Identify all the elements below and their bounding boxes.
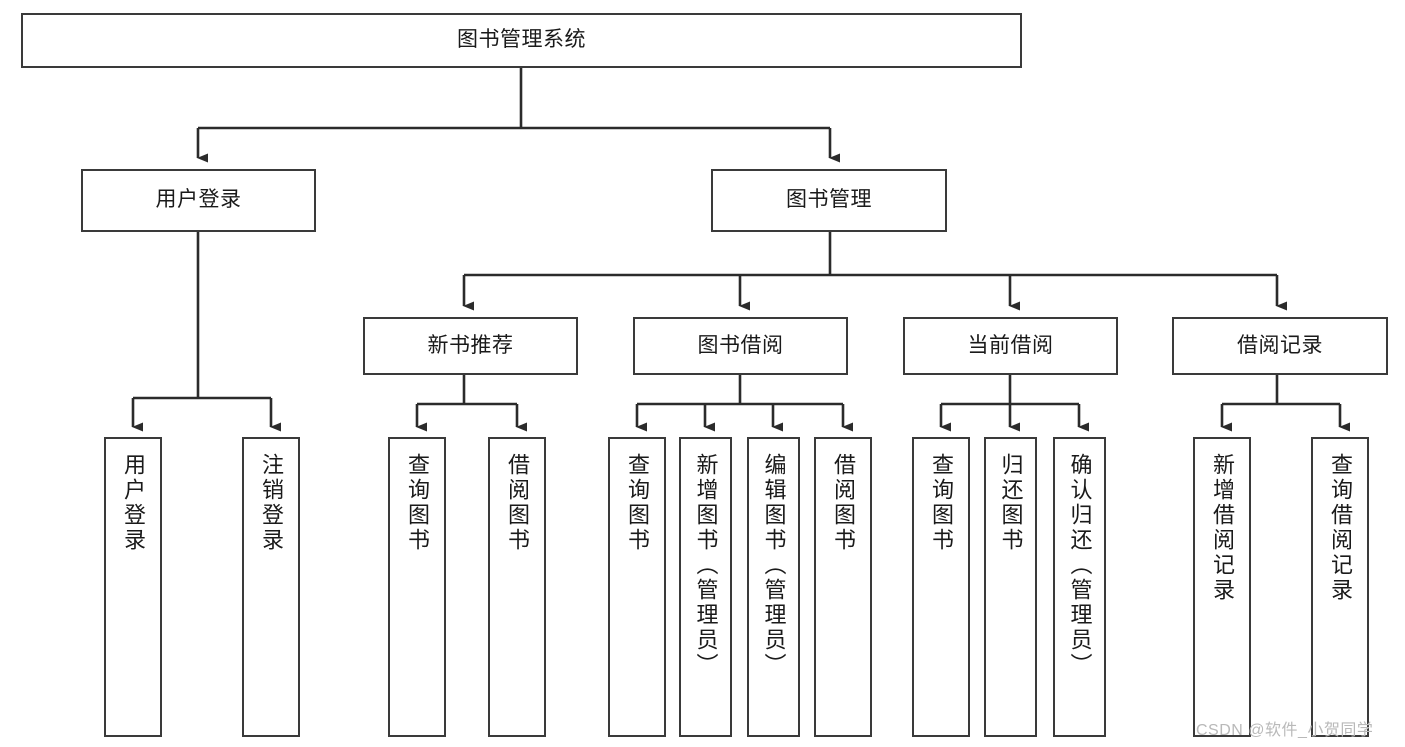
leaf-book-borrow-edit-book-admin[interactable]: 编辑图书（管理员） <box>747 437 800 737</box>
leaf-user-login-logout[interactable]: 注销登录 <box>242 437 300 737</box>
csdn-watermark: CSDN @软件_小贺同学 <box>1196 722 1374 739</box>
node-book-borrow[interactable]: 图书借阅 <box>633 317 848 375</box>
node-label: 借阅图书 <box>505 453 530 553</box>
leaf-book-borrow-query-book[interactable]: 查询图书 <box>608 437 666 737</box>
node-label: 查询图书 <box>625 453 650 553</box>
node-label: 注销登录 <box>259 453 284 553</box>
node-label: 当前借阅 <box>967 333 1054 357</box>
node-label: 用户登录 <box>155 188 242 212</box>
node-current-borrow[interactable]: 当前借阅 <box>903 317 1118 375</box>
node-label: 图书借阅 <box>697 333 784 357</box>
node-label: 新增图书（管理员） <box>693 453 719 678</box>
node-new-book-recommend[interactable]: 新书推荐 <box>363 317 578 375</box>
node-label: 新增借阅记录 <box>1210 453 1235 603</box>
node-label: 图书管理 <box>786 188 872 212</box>
leaf-book-borrow-borrow-book[interactable]: 借阅图书 <box>814 437 872 737</box>
node-label: 归还图书 <box>998 453 1024 553</box>
leaf-borrow-record-query-record[interactable]: 查询借阅记录 <box>1311 437 1369 737</box>
node-label: 借阅记录 <box>1237 333 1323 357</box>
node-label: 查询图书 <box>405 453 430 553</box>
node-root-book-management-system[interactable]: 图书管理系统 <box>21 13 1022 68</box>
leaf-book-borrow-add-book-admin[interactable]: 新增图书（管理员） <box>679 437 732 737</box>
node-label: 图书管理系统 <box>457 28 586 52</box>
leaf-new-book-borrow-book[interactable]: 借阅图书 <box>488 437 546 737</box>
node-user-login[interactable]: 用户登录 <box>81 169 316 232</box>
node-label: 确认归还（管理员） <box>1067 453 1093 678</box>
leaf-new-book-query-book[interactable]: 查询图书 <box>388 437 446 737</box>
node-label: 借阅图书 <box>831 453 856 553</box>
leaf-current-borrow-confirm-return-admin[interactable]: 确认归还（管理员） <box>1053 437 1106 737</box>
node-label: 查询借阅记录 <box>1328 453 1353 603</box>
node-label: 新书推荐 <box>427 333 514 357</box>
leaf-borrow-record-add-record[interactable]: 新增借阅记录 <box>1193 437 1251 737</box>
leaf-current-borrow-query-book[interactable]: 查询图书 <box>912 437 970 737</box>
leaf-current-borrow-return-book[interactable]: 归还图书 <box>984 437 1037 737</box>
leaf-user-login-login[interactable]: 用户登录 <box>104 437 162 737</box>
node-label: 查询图书 <box>929 453 954 553</box>
node-borrow-record[interactable]: 借阅记录 <box>1172 317 1388 375</box>
node-label: 用户登录 <box>121 453 146 553</box>
node-book-management[interactable]: 图书管理 <box>711 169 947 232</box>
node-label: 编辑图书（管理员） <box>761 453 787 678</box>
